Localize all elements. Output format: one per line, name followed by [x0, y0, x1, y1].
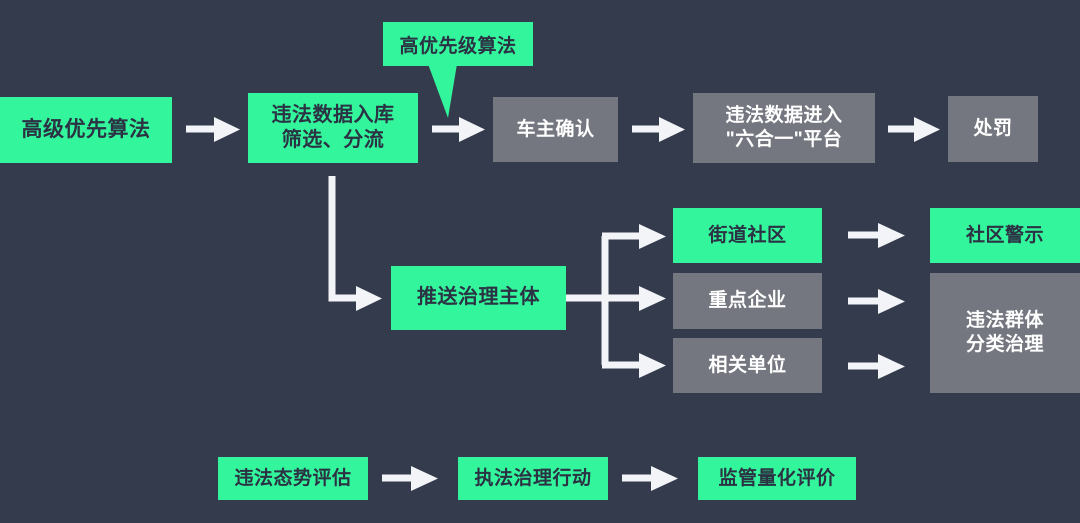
- branch-bracket: [566, 224, 666, 378]
- node-community-warning[interactable]: 社区警示: [930, 208, 1080, 263]
- node-label: 推送治理主体: [417, 286, 540, 309]
- node-advanced-priority-algorithm[interactable]: 高级优先算法: [0, 97, 172, 163]
- node-label: 重点企业: [708, 290, 787, 312]
- arrow-unit-to-classification: [848, 354, 905, 379]
- node-push-governance-subject[interactable]: 推送治理主体: [391, 266, 566, 330]
- callout-label: 高优先级算法: [399, 35, 517, 57]
- node-label: 相关单位: [708, 354, 787, 376]
- node-label: 处罚: [973, 118, 1013, 140]
- node-violation-group-classification[interactable]: 违法群体 分类治理: [930, 273, 1080, 393]
- node-key-enterprise[interactable]: 重点企业: [673, 273, 822, 329]
- node-owner-confirmation[interactable]: 车主确认: [493, 97, 618, 162]
- arrow-assessment-to-action: [382, 466, 438, 491]
- node-penalty[interactable]: 处罚: [948, 96, 1038, 162]
- node-violation-situation-assessment[interactable]: 违法态势评估: [218, 457, 368, 500]
- node-label: 违法数据入库 筛选、分流: [271, 103, 395, 151]
- node-label: 车主确认: [516, 118, 595, 140]
- node-enforcement-governance-action[interactable]: 执法治理行动: [458, 457, 608, 500]
- node-related-unit[interactable]: 相关单位: [673, 338, 822, 393]
- arrow-entry-to-dispatch: [328, 176, 382, 311]
- node-label: 执法治理行动: [474, 467, 592, 489]
- node-street-community[interactable]: 街道社区: [673, 208, 822, 263]
- node-label: 高级优先算法: [21, 117, 151, 141]
- arrow-action-to-evaluation: [622, 466, 678, 491]
- node-label: 违法群体 分类治理: [965, 310, 1044, 355]
- arrow-entry-to-owner: [432, 117, 485, 142]
- node-label: 违法态势评估: [234, 467, 352, 489]
- node-label: 违法数据进入 "六合一"平台: [725, 105, 843, 150]
- arrow-owner-to-platform: [632, 117, 685, 142]
- node-label: 社区警示: [965, 224, 1044, 246]
- node-violation-data-entry[interactable]: 违法数据入库 筛选、分流: [248, 93, 418, 163]
- arrow-platform-to-penalty: [888, 117, 940, 142]
- callout-tail: [428, 64, 457, 118]
- node-six-in-one-platform[interactable]: 违法数据进入 "六合一"平台: [693, 93, 875, 163]
- arrow-community-to-warning: [848, 223, 905, 248]
- arrow-advanced-to-entry: [186, 117, 240, 142]
- callout-high-priority-algorithm[interactable]: 高优先级算法: [383, 22, 533, 66]
- node-label: 监管量化评价: [718, 467, 836, 489]
- node-regulatory-quantitative-evaluation[interactable]: 监管量化评价: [698, 457, 856, 500]
- arrow-enterprise-to-classification: [848, 289, 905, 314]
- node-label: 街道社区: [708, 224, 787, 246]
